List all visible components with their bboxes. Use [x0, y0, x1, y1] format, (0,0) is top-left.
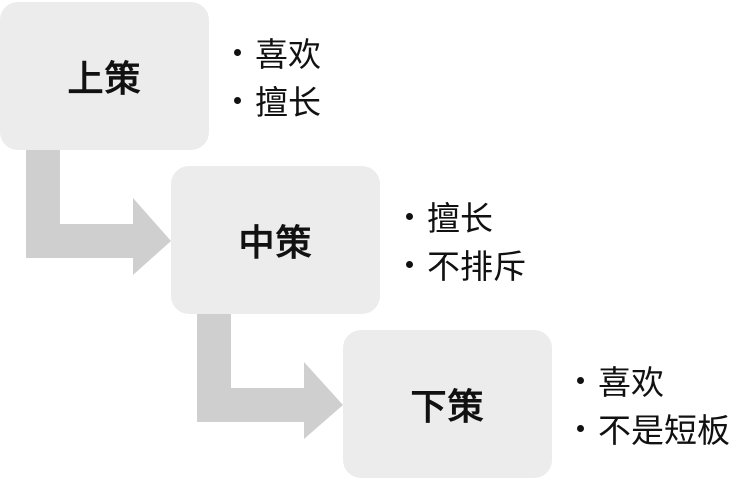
bullet-text: 不排斥 — [427, 247, 526, 286]
bullet-list-lower: 喜欢 不是短板 — [577, 356, 730, 452]
list-item: 喜欢 — [234, 28, 321, 76]
list-item: 喜欢 — [577, 356, 730, 404]
strategy-box-lower: 下策 — [343, 330, 552, 478]
list-item: 不排斥 — [406, 240, 526, 288]
connector-arrow-1 — [26, 150, 171, 275]
bullet-list-upper: 喜欢 擅长 — [234, 28, 321, 124]
bullet-dot-icon — [577, 376, 584, 384]
bullet-text: 喜欢 — [598, 363, 664, 402]
bullet-text: 喜欢 — [255, 35, 321, 74]
bullet-text: 不是短板 — [598, 411, 730, 450]
strategy-label-middle: 中策 — [238, 223, 313, 264]
connector-arrow-2 — [197, 314, 343, 439]
list-item: 不是短板 — [577, 404, 730, 452]
bullet-dot-icon — [234, 96, 241, 104]
bullet-list-middle: 擅长 不排斥 — [406, 192, 526, 288]
strategy-label-upper: 上策 — [67, 59, 142, 100]
list-item: 擅长 — [234, 76, 321, 124]
strategy-box-upper: 上策 — [0, 2, 209, 150]
list-item: 擅长 — [406, 192, 526, 240]
strategy-box-middle: 中策 — [171, 166, 380, 314]
bullet-dot-icon — [406, 260, 413, 268]
bullet-text: 擅长 — [255, 83, 321, 122]
bullet-dot-icon — [406, 212, 413, 220]
bullet-dot-icon — [234, 48, 241, 56]
strategy-label-lower: 下策 — [410, 387, 485, 428]
bullet-dot-icon — [577, 424, 584, 432]
bullet-text: 擅长 — [427, 199, 493, 238]
